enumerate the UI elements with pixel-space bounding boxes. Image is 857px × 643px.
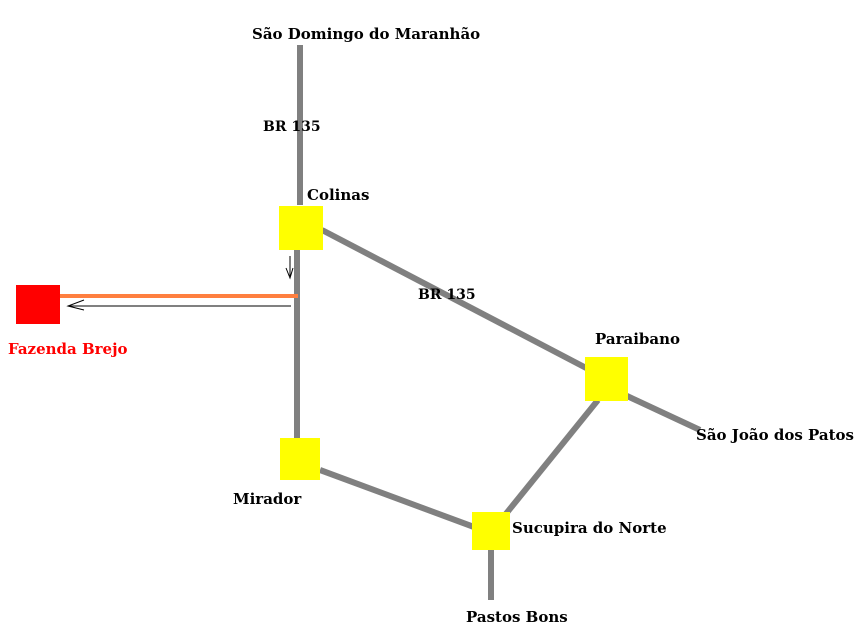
farm-marker [16,285,60,324]
label-road-br135-east: BR 135 [418,287,476,303]
road-paraibano-sucupira [502,398,601,517]
town-marker-colinas [279,206,323,250]
direction-arrow-left-head [66,299,85,311]
label-farm: Fazenda Brejo [8,340,128,358]
road-paraibano-sao-joao [623,392,702,433]
town-marker-paraibano [585,357,628,401]
road-colinas-paraibano [320,227,592,373]
town-marker-sucupira [472,512,510,550]
road-mirador-sucupira [318,467,476,530]
label-sao-domingo: São Domingo do Maranhão [252,25,480,43]
label-paraibano: Paraibano [595,330,680,348]
label-colinas: Colinas [307,186,369,204]
direction-arrow-down-head [285,267,294,280]
label-sao-joao: São João dos Patos [696,426,854,444]
label-mirador: Mirador [233,490,302,508]
town-marker-mirador [280,438,320,480]
label-road-br135-north: BR 135 [263,119,321,135]
label-sucupira: Sucupira do Norte [512,519,667,537]
label-pastos-bons: Pastos Bons [466,608,568,626]
